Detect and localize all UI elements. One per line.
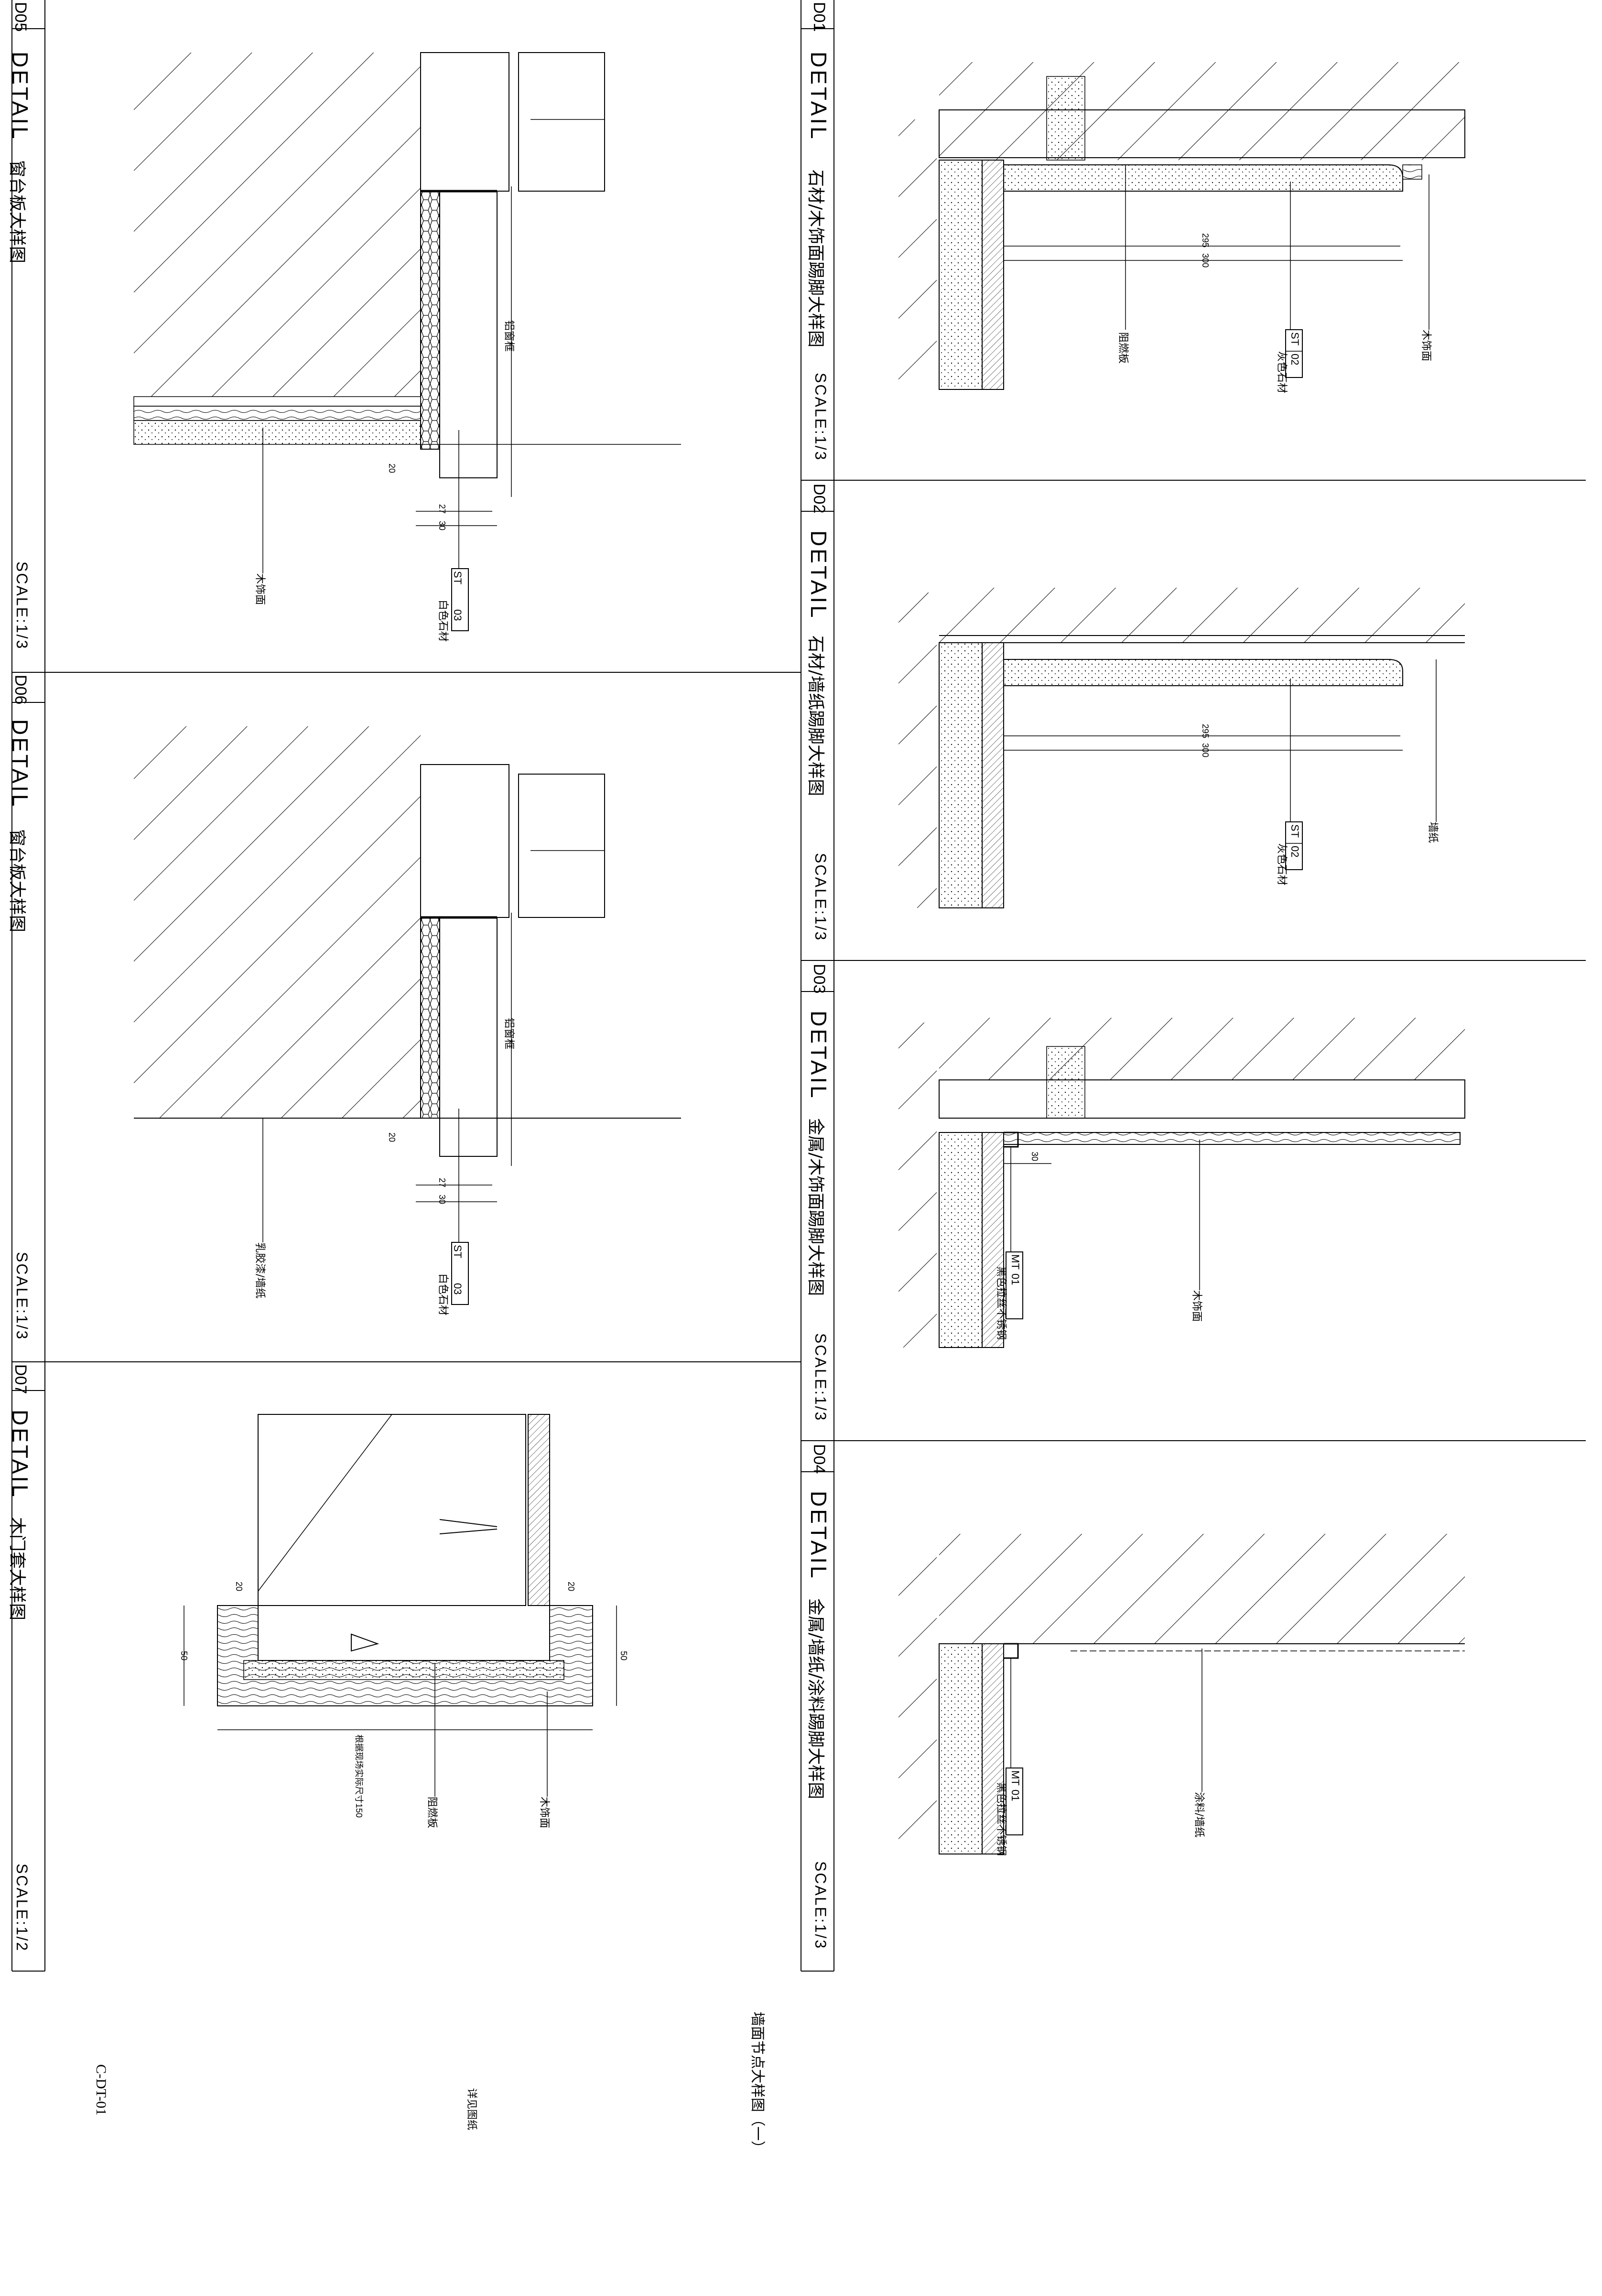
d01-title: 石材/木饰面踢脚大样图 bbox=[806, 170, 825, 348]
d04-title: 金属/墙纸/涂料踢脚大样图 bbox=[806, 1598, 825, 1800]
d06-scale: SCALE:1/3 bbox=[13, 1252, 31, 1341]
d04-code: D04 bbox=[810, 1444, 828, 1474]
d03-label: DETAIL bbox=[806, 1011, 831, 1100]
d02-label: DETAIL bbox=[806, 530, 831, 620]
d03-tag-code: MT bbox=[1009, 1254, 1021, 1270]
d04-drawing bbox=[898, 1534, 1465, 1854]
d07-dim-4: 50 bbox=[619, 1651, 628, 1661]
d01-scale: SCALE:1/3 bbox=[812, 373, 829, 462]
sheet-number: C-DT-01 bbox=[93, 2064, 109, 2116]
d03-tag-num: 01 bbox=[1009, 1273, 1021, 1285]
d07-drawing bbox=[184, 1414, 617, 1797]
d06-dim-1: 27 bbox=[437, 1178, 447, 1188]
d02-tag-code: ST bbox=[1289, 824, 1301, 838]
d01-callout-3: 木饰面 bbox=[1420, 330, 1432, 362]
d02-dim-1: 295 bbox=[1201, 724, 1210, 739]
d07-callout-1: 阻燃板 bbox=[426, 1797, 438, 1829]
d06-code: D06 bbox=[11, 675, 30, 705]
d07-title: 木门套大样图 bbox=[7, 1517, 27, 1621]
d01-label: DETAIL bbox=[806, 52, 831, 141]
d05-scale: SCALE:1/3 bbox=[13, 561, 31, 650]
d05-title: 窗台板大样图 bbox=[7, 160, 27, 264]
d07-callout-2: 木饰面 bbox=[538, 1797, 550, 1829]
d07-code: D07 bbox=[11, 1364, 30, 1394]
d02-callout-2: 墙纸 bbox=[1427, 822, 1439, 843]
d05-dim-1: 27 bbox=[437, 504, 447, 514]
d06-label: DETAIL bbox=[8, 719, 32, 809]
d03-callout-2: 木饰面 bbox=[1191, 1290, 1202, 1322]
d01-dim-1: 295 bbox=[1201, 233, 1210, 248]
d04-tag-num: 01 bbox=[1009, 1789, 1021, 1801]
d04-callout-2: 涂料/墙纸 bbox=[1193, 1792, 1205, 1838]
d04-scale: SCALE:1/3 bbox=[812, 1861, 829, 1950]
d01-tag-code: ST bbox=[1289, 332, 1301, 346]
d07-dim-1: 20 bbox=[234, 1582, 244, 1592]
d05-dim-2: 30 bbox=[437, 521, 447, 531]
d03-dim-1: 30 bbox=[1030, 1152, 1039, 1162]
d06-title: 窗台板大样图 bbox=[7, 829, 27, 933]
d07-scale: SCALE:1/2 bbox=[13, 1864, 31, 1952]
d07-dim-3: 50 bbox=[179, 1651, 189, 1661]
d07-label: DETAIL bbox=[8, 1410, 32, 1499]
d06-callout-2: 乳胶漆/墙纸 bbox=[254, 1242, 266, 1299]
d02-code: D02 bbox=[810, 484, 828, 514]
d04-tag-code: MT bbox=[1009, 1770, 1021, 1786]
d05-callout-1: 铝窗框 bbox=[503, 320, 515, 352]
d03-title: 金属/木饰面踢脚大样图 bbox=[806, 1118, 825, 1296]
d03-code: D03 bbox=[810, 964, 828, 994]
d07-dim-2: 20 bbox=[566, 1582, 576, 1592]
d06-tag-num: 03 bbox=[452, 1283, 464, 1295]
d03-drawing bbox=[898, 1018, 1465, 1348]
d06-drawing bbox=[134, 726, 681, 1305]
d06-dim-3: 20 bbox=[387, 1132, 397, 1143]
d01-tag-num: 02 bbox=[1289, 354, 1301, 366]
sheet-title: 墙面节点大样图（一） bbox=[749, 2012, 766, 2155]
d02-title: 石材/墙纸踢脚大样图 bbox=[806, 636, 825, 797]
d02-tag-num: 02 bbox=[1289, 846, 1301, 858]
d02-scale: SCALE:1/3 bbox=[812, 853, 829, 942]
d06-tag-code: ST bbox=[452, 1245, 464, 1259]
d05-label: DETAIL bbox=[8, 52, 32, 141]
d05-drawing bbox=[133, 52, 681, 631]
d02-dim-2: 300 bbox=[1201, 743, 1210, 758]
d03-callout-1: 黑色拉丝不锈钢 bbox=[995, 1266, 1007, 1340]
d05-tag-num: 03 bbox=[452, 609, 464, 621]
d04-callout-1: 黑色拉丝不锈钢 bbox=[995, 1782, 1007, 1856]
d06-callout-3: 白色石材 bbox=[437, 1273, 449, 1316]
d05-callout-2: 木饰面 bbox=[254, 573, 266, 605]
sheet-note: 详见图纸 bbox=[465, 2088, 477, 2131]
d01-drawing bbox=[898, 62, 1465, 390]
d05-callout-3: 白色石材 bbox=[437, 600, 449, 642]
d05-tag-code: ST bbox=[452, 571, 464, 585]
d05-code: D05 bbox=[11, 2, 30, 32]
d07-callout-3: 根据现场实际尺寸150 bbox=[354, 1735, 364, 1818]
d06-callout-1: 铝窗框 bbox=[503, 1018, 515, 1050]
d01-callout-1: 阻燃板 bbox=[1117, 332, 1129, 364]
d04-label: DETAIL bbox=[806, 1491, 831, 1581]
d02-drawing bbox=[898, 588, 1465, 908]
d05-dim-3: 20 bbox=[387, 464, 397, 474]
d01-code: D01 bbox=[810, 2, 828, 32]
d03-scale: SCALE:1/3 bbox=[812, 1333, 829, 1422]
d06-dim-2: 30 bbox=[437, 1195, 447, 1205]
d01-dim-2: 300 bbox=[1201, 253, 1210, 268]
